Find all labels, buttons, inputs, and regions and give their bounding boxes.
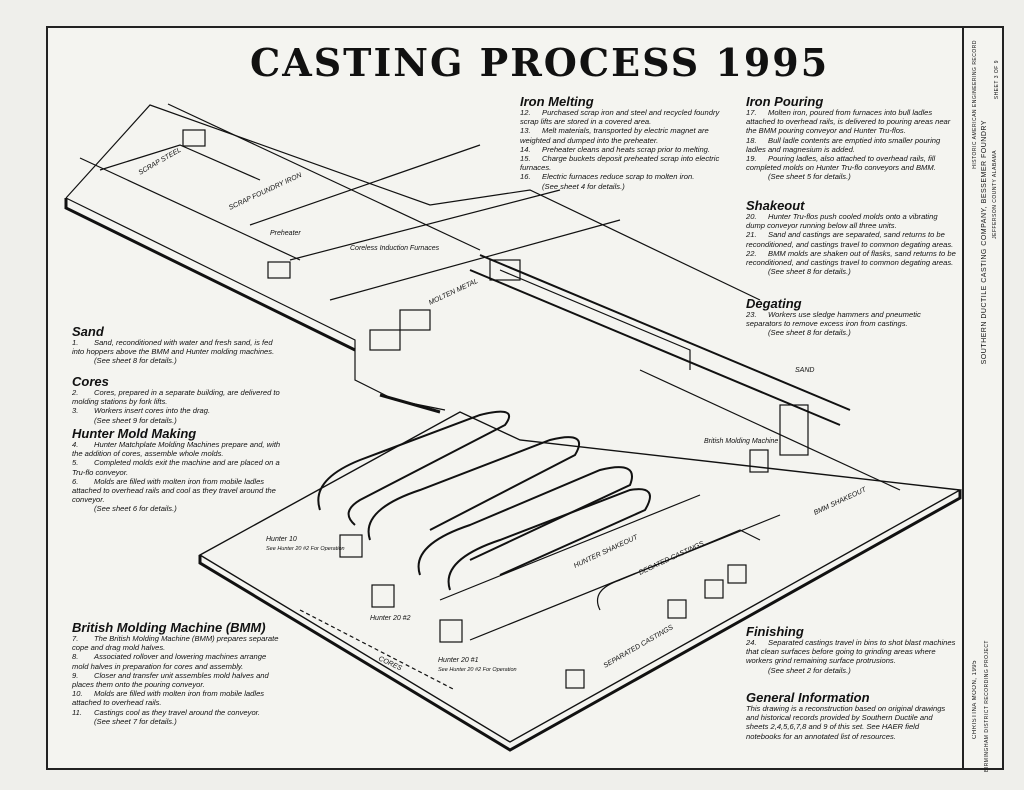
iron-melting-list: 12.Purchased scrap iron and steel and re…: [520, 108, 720, 191]
title-block: [964, 26, 1004, 770]
label-hunter-20-1-note: See Hunter 20 #2 For Operation: [438, 667, 517, 673]
shakeout-list: 20.Hunter Tru-flos push cooled molds ont…: [746, 212, 956, 277]
drawing-sheet: [46, 26, 964, 770]
label-hunter-shakeout: HUNTER SHAKEOUT: [573, 534, 640, 570]
page-title: CASTING PROCESS 1995: [250, 40, 830, 85]
heading-iron-melting: Iron Melting: [520, 94, 594, 109]
bmm-list: 7.The British Molding Machine (BMM) prep…: [72, 634, 279, 726]
heading-bmm: British Molding Machine (BMM): [72, 620, 266, 635]
heading-shakeout: Shakeout: [746, 198, 805, 213]
heading-iron-pouring: Iron Pouring: [746, 94, 824, 109]
iron-pouring-list: 17.Molten iron, poured from furnaces int…: [746, 108, 951, 182]
label-british-molding-machine: British Molding Machine: [704, 438, 778, 445]
general-information-text: This drawing is a reconstruction based o…: [746, 704, 946, 741]
degating-list: 23.Workers use sledge hammers and pneume…: [746, 310, 921, 338]
heading-degating: Degating: [746, 296, 802, 311]
hunter-list: 4.Hunter Matchplate Molding Machines pre…: [72, 440, 281, 514]
label-hunter-20-2: Hunter 20 #2: [370, 615, 411, 622]
sand-list: 1.Sand, reconditioned with water and fre…: [72, 338, 275, 366]
label-preheater: Preheater: [270, 230, 301, 237]
label-scrap-foundry-iron: SCRAP FOUNDRY IRON: [228, 171, 304, 211]
heading-sand: Sand: [72, 324, 104, 339]
label-sand: SAND: [795, 367, 814, 374]
label-hunter-10: Hunter 10: [266, 536, 297, 543]
heading-general-information: General Information: [746, 690, 870, 705]
label-molten-metal: MOLTEN METAL: [428, 278, 479, 307]
label-hunter-10-note: See Hunter 20 #2 For Operation: [266, 546, 345, 552]
heading-hunter-mold-making: Hunter Mold Making: [72, 426, 197, 441]
label-degated-castings: DEGATED CASTINGS: [638, 540, 706, 577]
finishing-list: 24.Separated castings travel in bins to …: [746, 638, 956, 675]
cores-list: 2.Cores, prepared in a separate building…: [72, 388, 280, 425]
label-bmm-shakeout: BMM SHAKEOUT: [813, 486, 868, 517]
label-coreless-furnaces: Coreless Induction Furnaces: [350, 245, 440, 252]
heading-finishing: Finishing: [746, 624, 804, 639]
label-hunter-20-1: Hunter 20 #1: [438, 657, 479, 664]
heading-cores: Cores: [72, 374, 109, 389]
